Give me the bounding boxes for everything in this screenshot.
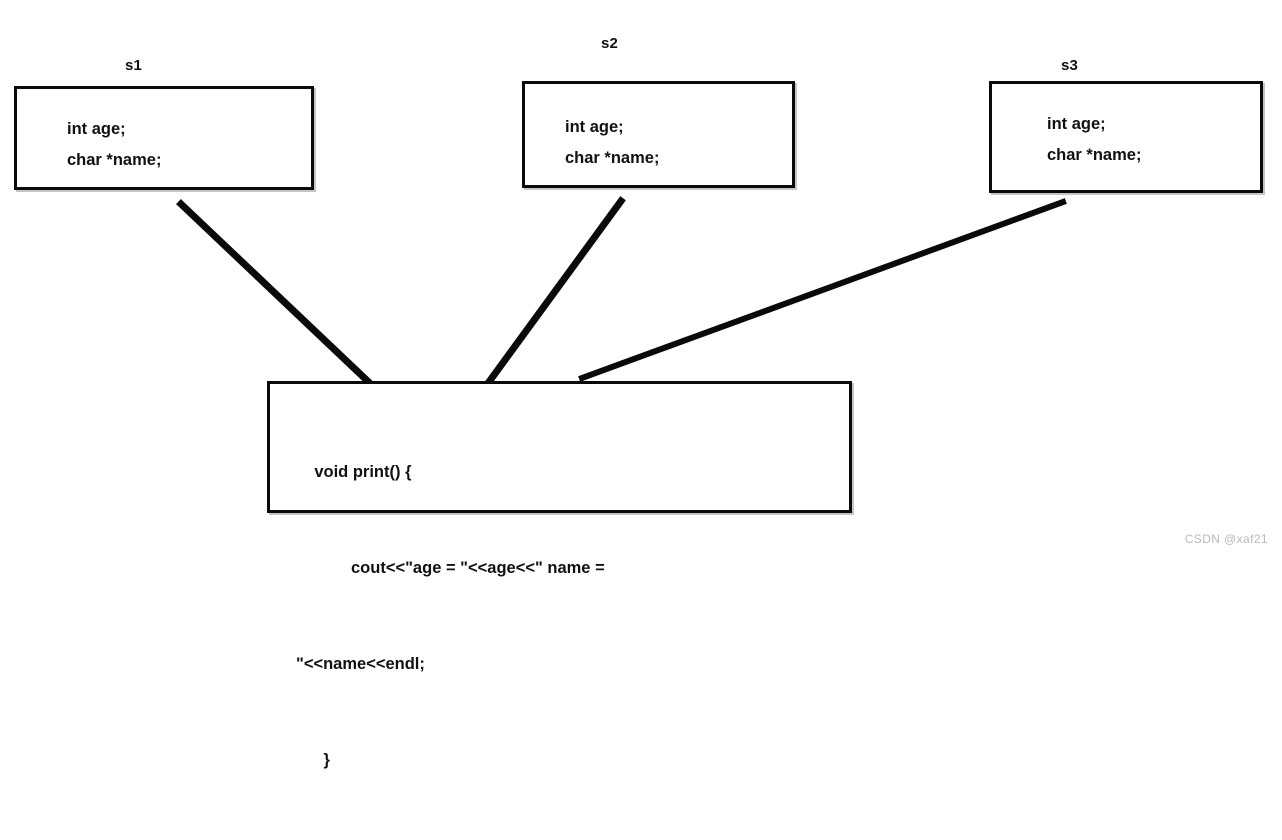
method-code-line-1: void print() { [296,463,412,481]
connector-s2-to-print [481,196,626,391]
struct-fields-s2: int age; char *name; [565,112,659,174]
diagram-canvas: s1 int age; char *name; s2 int age; char… [14,35,1268,769]
connector-s1-to-print [176,199,381,394]
struct-fields-s1: int age; char *name; [67,114,161,176]
struct-box-s2: int age; char *name; [522,81,795,188]
method-code-line-3: "<<name<<endl; [296,655,425,673]
method-code-block: void print() { cout<<"age = "<<age<<" na… [296,392,605,840]
struct-field-s2-name: char *name; [565,149,660,167]
struct-box-s1: int age; char *name; [14,86,314,190]
csdn-watermark: CSDN @xaf21 [1184,532,1268,546]
struct-field-s1-name: char *name; [67,151,162,169]
method-code-line-4: } [296,751,330,769]
struct-label-s1: s1 [125,57,143,74]
struct-box-s3: int age; char *name; [989,81,1263,193]
struct-field-s1-age: int age; [67,120,126,138]
connector-s3-to-print [578,198,1067,382]
struct-label-s2: s2 [601,35,619,52]
method-box-print: void print() { cout<<"age = "<<age<<" na… [267,381,852,769]
struct-field-s2-age: int age; [565,118,624,136]
struct-field-s3-name: char *name; [1047,146,1142,164]
method-code-line-2: cout<<"age = "<<age<<" name = [296,559,605,577]
struct-field-s3-age: int age; [1047,115,1106,133]
struct-fields-s3: int age; char *name; [1047,109,1141,171]
struct-label-s3: s3 [1061,57,1079,74]
